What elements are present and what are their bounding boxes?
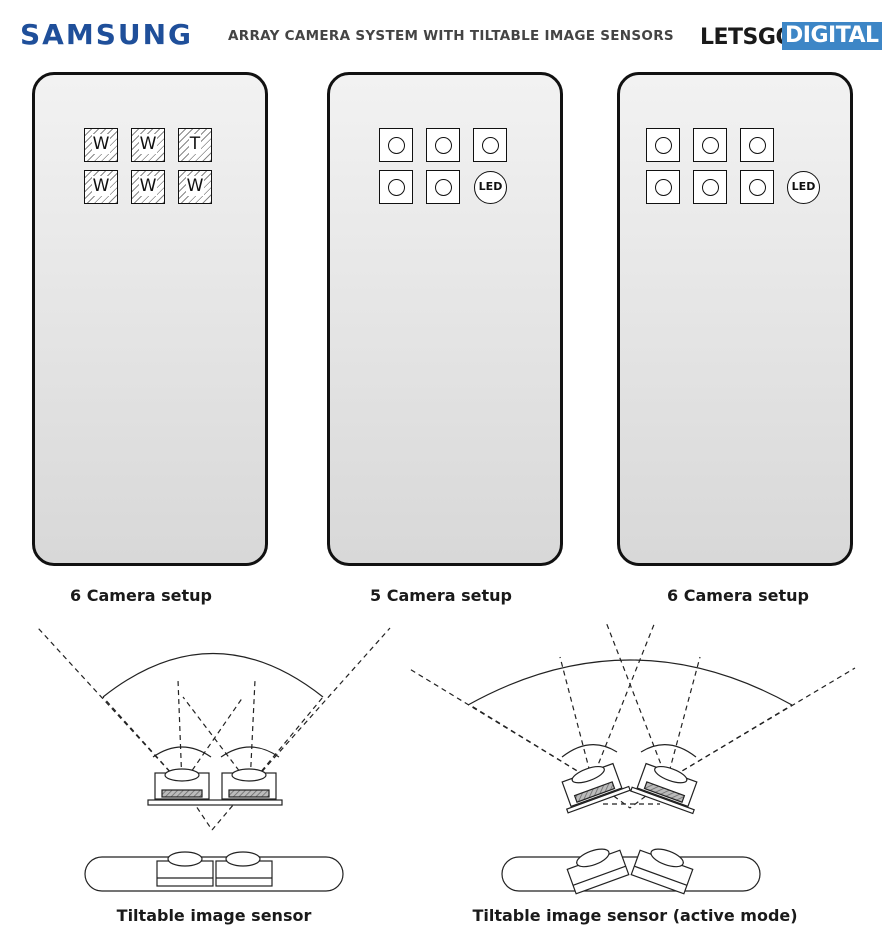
- lens-ring-icon: [749, 179, 766, 196]
- angle-arc: [640, 744, 697, 758]
- lens-w-1: W: [84, 128, 118, 162]
- lens-ring-icon: [482, 137, 499, 154]
- lens-3: [473, 128, 507, 162]
- caption-sensor-active: Tiltable image sensor (active mode): [472, 906, 798, 925]
- image-sensor: [228, 789, 270, 798]
- lens-t: T: [178, 128, 212, 162]
- angle-arc: [220, 746, 280, 758]
- camera-module-tilted-left: [561, 762, 631, 814]
- lens-icon: [164, 768, 200, 782]
- caption-phone-3: 6 Camera setup: [667, 586, 809, 605]
- lens-icon: [167, 851, 203, 867]
- sensor-diagram-active: [407, 621, 856, 895]
- lens-ring-icon: [655, 179, 672, 196]
- lens-1: [379, 128, 413, 162]
- sensor-diagram-normal: [37, 627, 391, 892]
- image-sensor: [161, 789, 203, 798]
- tiltable-sensor-diagram: [37, 621, 856, 895]
- led-flash: LED: [787, 171, 820, 204]
- samsung-logo: SAMSUNG: [20, 18, 194, 51]
- caption-sensor-normal: Tiltable image sensor: [116, 906, 312, 925]
- lens-ring-icon: [702, 137, 719, 154]
- lens-ring-icon: [388, 179, 405, 196]
- page-title: ARRAY CAMERA SYSTEM WITH TILTABLE IMAGE …: [228, 28, 674, 44]
- camera-module-tilted-right: [630, 762, 698, 815]
- lens-icon: [225, 851, 261, 867]
- lens-ring-icon: [655, 137, 672, 154]
- lens-w-4: W: [131, 170, 165, 204]
- lens-ring-icon: [435, 137, 452, 154]
- sensor-base: [147, 799, 283, 806]
- lens-3: [740, 128, 774, 162]
- lens-6: [740, 170, 774, 204]
- lens-4: [379, 170, 413, 204]
- lens-ring-icon: [702, 179, 719, 196]
- caption-phone-1: 6 Camera setup: [70, 586, 212, 605]
- lens-w-5: W: [178, 170, 212, 204]
- lens-5: [693, 170, 727, 204]
- lens-1: [646, 128, 680, 162]
- lens-5: [426, 170, 460, 204]
- lens-w-3: W: [84, 170, 118, 204]
- letsgo-logo-text: LETSGO: [700, 25, 794, 50]
- angle-arc: [152, 746, 212, 758]
- lens-ring-icon: [388, 137, 405, 154]
- lens-4: [646, 170, 680, 204]
- phone-6-camera-labeled: W W T W W W: [32, 72, 268, 566]
- led-flash: LED: [474, 171, 507, 204]
- field-of-view-arc: [102, 653, 324, 698]
- lens-2: [426, 128, 460, 162]
- view-rays: [407, 621, 856, 809]
- phone-5-camera: LED: [327, 72, 563, 566]
- lens-ring-icon: [435, 179, 452, 196]
- phone-6-camera: LED: [617, 72, 853, 566]
- angle-arc: [561, 744, 618, 758]
- lens-icon: [231, 768, 267, 782]
- capsule-housing: [84, 856, 344, 892]
- lens-2: [693, 128, 727, 162]
- lens-w-2: W: [131, 128, 165, 162]
- field-of-view-arc: [467, 659, 793, 706]
- lens-ring-icon: [749, 137, 766, 154]
- caption-phone-2: 5 Camera setup: [370, 586, 512, 605]
- digital-logo-badge: DIGITAL: [782, 22, 882, 50]
